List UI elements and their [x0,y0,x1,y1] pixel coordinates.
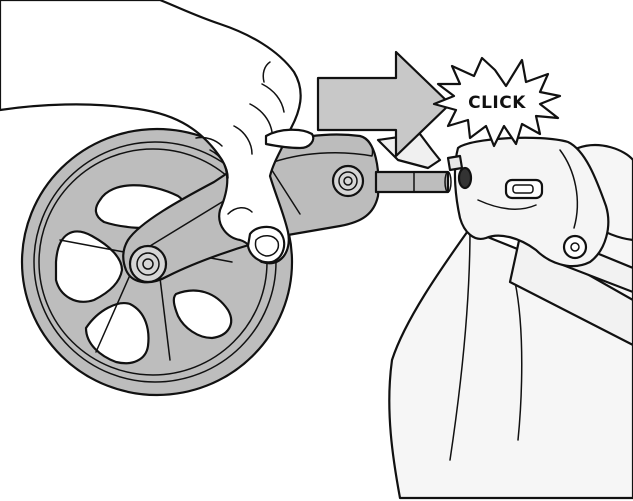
axle-pin [376,172,448,192]
wheel-axle-hub [130,246,166,282]
frame-bolt [564,236,586,258]
finger-tip [266,130,313,148]
locking-pin [448,156,462,170]
release-slot [506,180,542,198]
bracket-bolt [333,166,363,196]
socket-hole [459,168,471,188]
click-callout: CLICK [434,58,560,146]
click-label: CLICK [468,93,526,113]
